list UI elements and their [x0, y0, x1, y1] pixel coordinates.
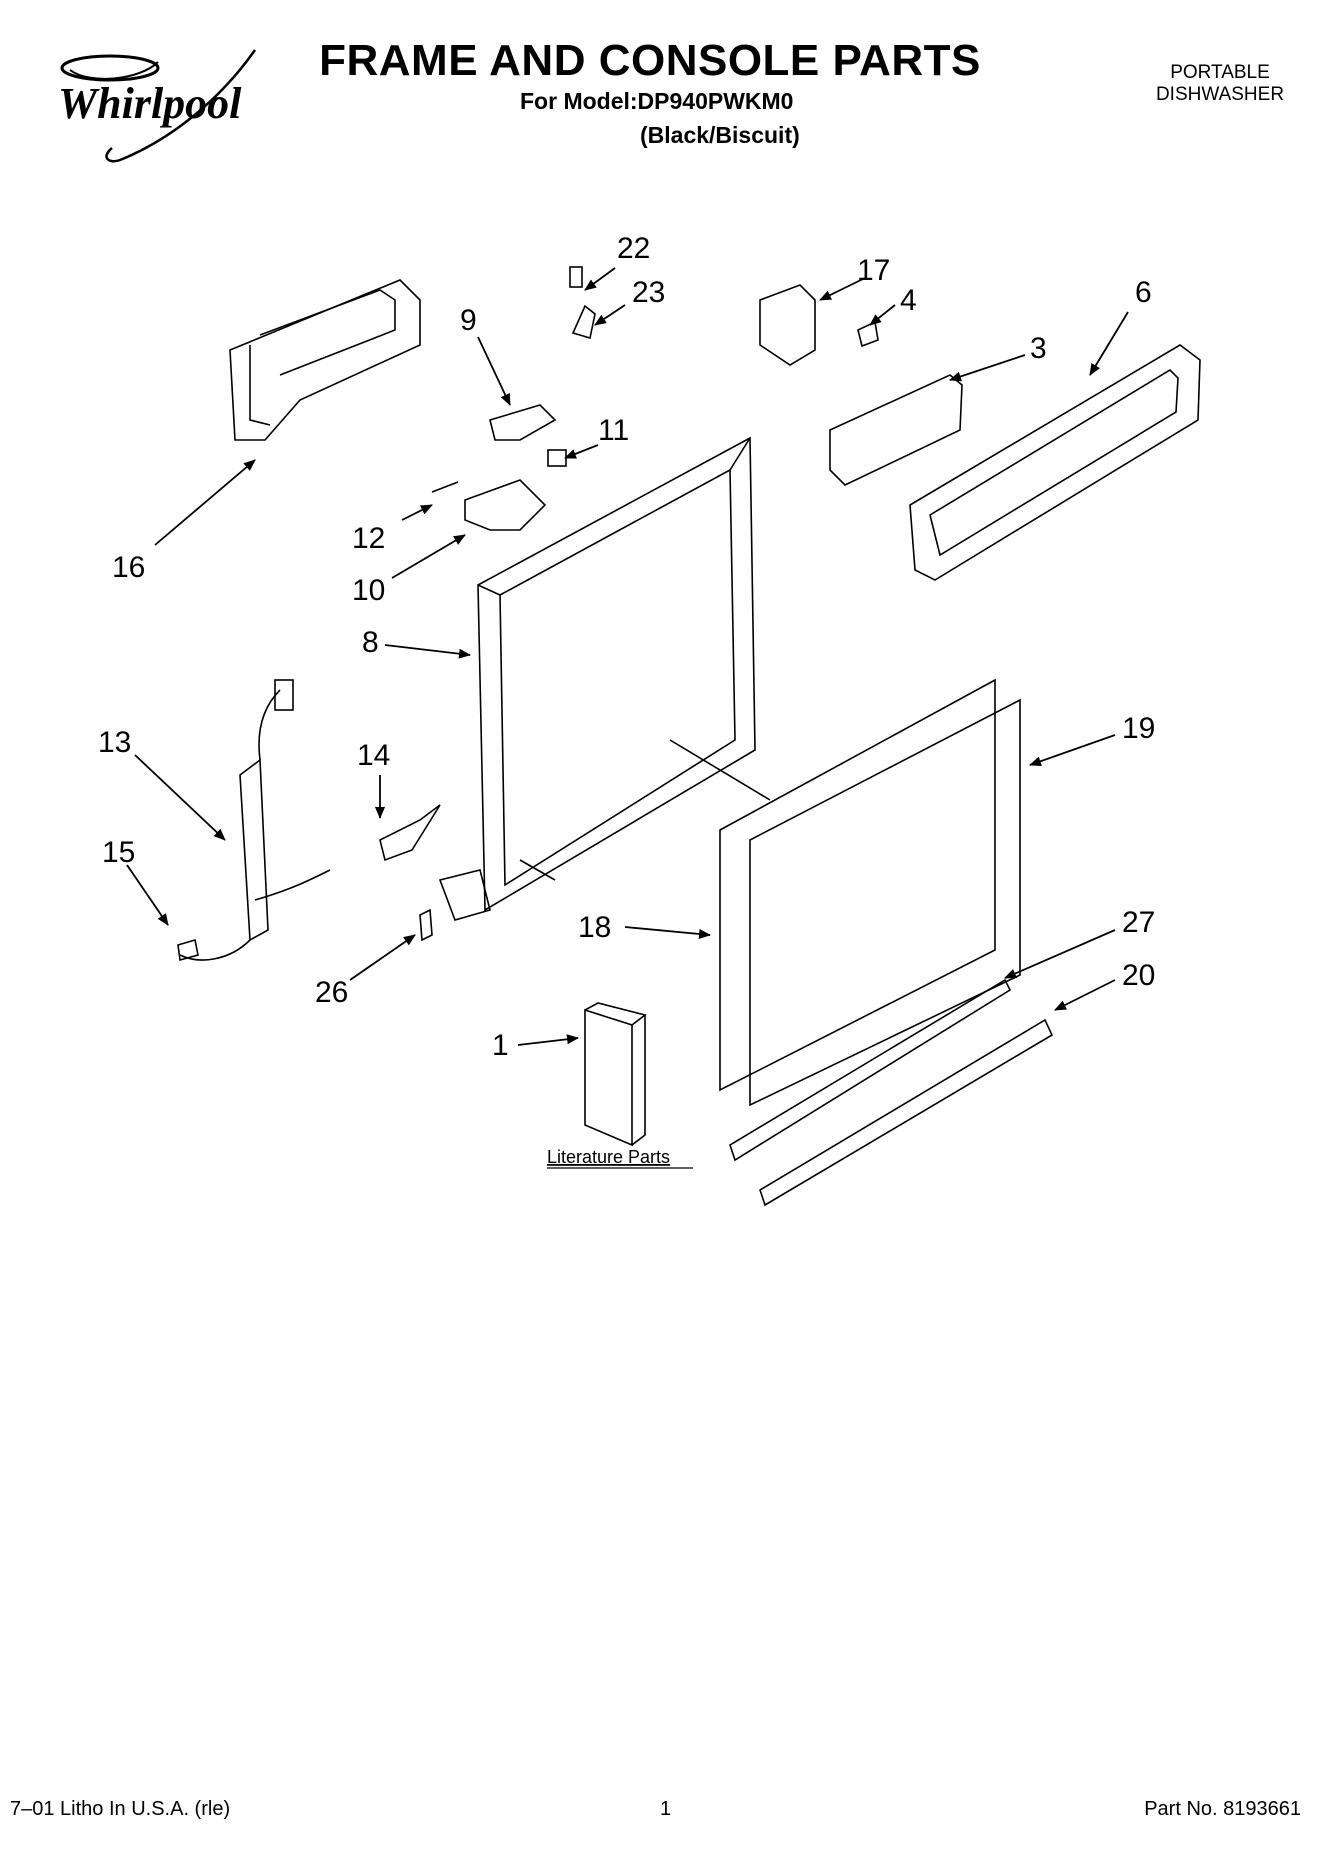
part-16-top-cover	[229, 279, 421, 441]
footer-page-number: 1	[660, 1798, 672, 1820]
part-6-console	[909, 344, 1201, 581]
part-27-trim	[729, 978, 1012, 1162]
part-4-bracket	[857, 320, 879, 348]
product-type-line1: PORTABLE	[1170, 62, 1270, 83]
whirlpool-logo: Whirlpool	[58, 49, 257, 163]
part-20-trim	[759, 1018, 1054, 1207]
callout-20: 20	[1122, 959, 1155, 992]
part-11-switch	[547, 449, 567, 467]
callout-19: 19	[1122, 712, 1155, 745]
part-26-clip	[419, 908, 433, 942]
callout-22: 22	[617, 232, 650, 265]
callout-10: 10	[352, 574, 385, 607]
model-number: For Model:DP940PWKM0	[520, 88, 794, 114]
part-19-panel	[749, 698, 1021, 1107]
part-17-selector	[759, 284, 816, 366]
literature-parts-label: Literature Parts	[547, 1147, 670, 1167]
part-15-screw	[177, 938, 199, 962]
part-18-panel	[719, 678, 996, 1092]
footer-print-info: 7–01 Litho In U.S.A. (rle)	[10, 1798, 231, 1820]
part-23-clip	[571, 304, 596, 340]
callout-3: 3	[1030, 332, 1047, 365]
leader-arrows	[126, 267, 1129, 1046]
part-22-spring	[569, 266, 583, 288]
callout-12: 12	[352, 522, 385, 555]
callout-9: 9	[460, 304, 477, 337]
callout-15: 15	[102, 836, 135, 869]
callout-8: 8	[362, 626, 379, 659]
part-1-literature	[584, 1008, 633, 1147]
callout-6: 6	[1135, 276, 1152, 309]
part-8-frame	[438, 436, 771, 921]
part-10-strike	[464, 479, 547, 531]
callout-16: 16	[112, 551, 145, 584]
svg-text:Whirlpool: Whirlpool	[58, 79, 242, 128]
footer-part-number: Part No. 8193661	[1144, 1798, 1301, 1820]
callout-17: 17	[857, 254, 890, 287]
part-12-pin	[431, 481, 459, 493]
callout-11: 11	[598, 414, 629, 447]
model-color: (Black/Biscuit)	[640, 122, 800, 148]
part-9-latch	[489, 404, 557, 441]
callout-27: 27	[1122, 906, 1155, 939]
page-title: FRAME AND CONSOLE PARTS	[319, 36, 981, 85]
callout-26: 26	[315, 976, 348, 1009]
callout-23: 23	[632, 276, 665, 309]
product-type-line2: DISHWASHER	[1155, 84, 1285, 105]
part-3-control-board	[829, 374, 963, 486]
callout-1: 1	[492, 1029, 509, 1062]
callout-18: 18	[578, 911, 611, 944]
callout-13: 13	[98, 726, 131, 759]
part-13-wire-harness	[179, 679, 331, 961]
callout-14: 14	[357, 739, 390, 772]
callout-4: 4	[900, 284, 917, 317]
part-14-switch	[379, 804, 441, 862]
